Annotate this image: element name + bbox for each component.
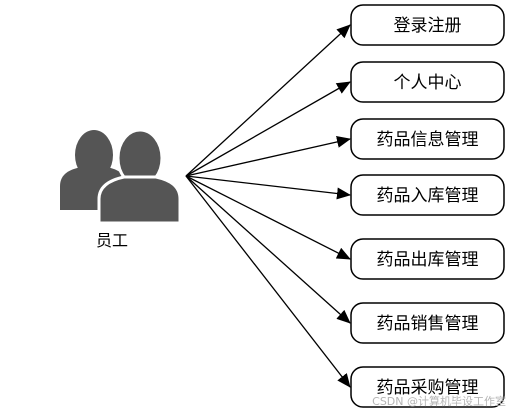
- arrow-drug-sales-management: [185, 175, 351, 324]
- node-personal-center: 个人中心: [350, 61, 505, 103]
- node-label: 个人中心: [394, 73, 462, 93]
- node-label: 药品销售管理: [377, 314, 479, 334]
- arrow-drug-outbound-management: [185, 175, 351, 260]
- actor-label: 员工: [96, 231, 128, 250]
- node-label: 药品出库管理: [377, 250, 479, 270]
- node-drug-purchase-management: 药品采购管理: [350, 366, 505, 408]
- node-box: [350, 366, 505, 408]
- users-icon: [60, 128, 182, 225]
- node-box: [350, 174, 505, 216]
- node-label: 药品入库管理: [377, 186, 479, 206]
- arrow-personal-center: [185, 81, 351, 177]
- connector-group: [185, 24, 351, 388]
- node-box: [350, 4, 505, 46]
- watermark-text: CSDN @计算机毕设工作室: [372, 394, 506, 408]
- node-label: 药品信息管理: [377, 130, 479, 150]
- arrow-drug-purchase-management: [185, 175, 351, 388]
- arrow-drug-inbound-management: [185, 175, 351, 200]
- arrow-drug-info-management: [185, 136, 351, 177]
- node-drug-outbound-management: 药品出库管理: [350, 238, 505, 280]
- arrow-login-register: [185, 24, 351, 177]
- node-drug-inbound-management: 药品入库管理: [350, 174, 505, 216]
- node-login-register: 登录注册: [350, 4, 505, 46]
- node-label: 药品采购管理: [377, 378, 479, 398]
- node-drug-sales-management: 药品销售管理: [350, 302, 505, 344]
- node-box: [350, 61, 505, 103]
- node-box: [350, 238, 505, 280]
- node-label: 登录注册: [394, 16, 462, 36]
- node-drug-info-management: 药品信息管理: [350, 118, 505, 160]
- node-box: [350, 118, 505, 160]
- node-box: [350, 302, 505, 344]
